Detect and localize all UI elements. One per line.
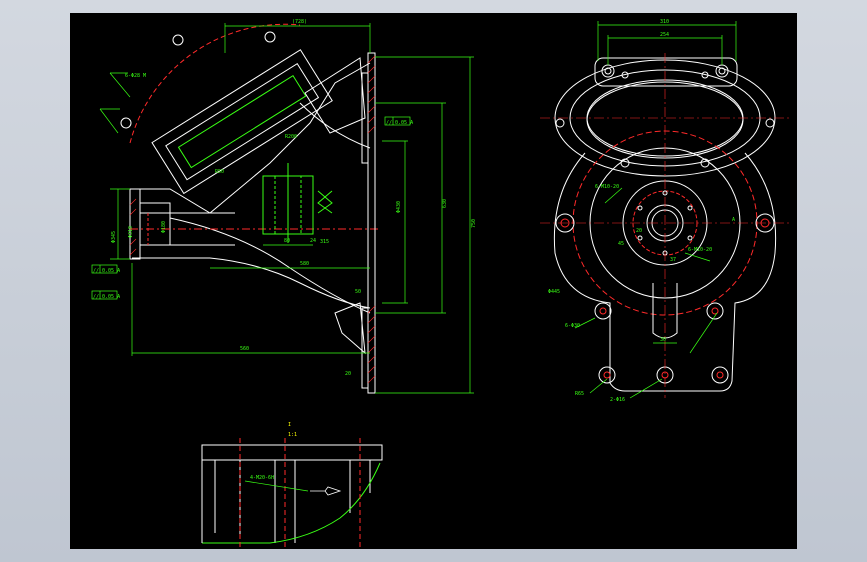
detail-note: 4-M20-6H [250,475,274,481]
tol-frame-2: // 0.05 A [93,268,120,274]
dim-top-inner: 254 [660,32,669,38]
dim-37: 37 [670,257,676,263]
bolt-hole-circle [264,31,276,43]
right-flange [367,52,376,394]
dim-dia-left-mid: Φ310 [128,226,134,238]
bolt-hole-circle [172,34,184,46]
radius-r50: R50 [215,169,224,175]
mount-hole [594,302,612,320]
cad-viewport[interactable]: (728) 750 630 560 580 315 Φ345 Φ310 Φ180… [70,13,797,549]
tol-frame-1: // 0.05 A [386,120,413,126]
front-view [540,21,790,399]
dim-dia-left-outer: Φ345 [111,231,117,243]
detail-break-line [202,462,381,544]
top-bolt-hole [601,64,615,78]
radius-r200: R200 [285,134,297,140]
bottom-curve [169,217,371,314]
datum-a: A [732,217,735,223]
mount-hole [706,302,724,320]
dim-20: 20 [345,371,351,377]
dim-dia-445: Φ445 [548,289,560,295]
mount-hole [598,366,616,384]
note-holes-bottom: 6-Φ30 [565,323,580,329]
tol-frame-3: // 0.05 A [93,294,120,300]
detail-view [201,438,383,548]
cad-drawing: (728) 750 630 560 580 315 Φ345 Φ310 Φ180… [91,19,790,548]
dim-mid-len: 580 [300,261,309,267]
mount-hole [711,366,729,384]
dim-315: 315 [320,239,329,245]
dim-dia-left-inner: Φ180 [161,221,167,233]
construction-arc [129,23,301,144]
side-view [91,23,474,394]
inner-curve [132,257,371,309]
left-flange [129,188,141,260]
note-hole: 2-Φ16 [610,397,625,403]
dim-50: 50 [355,289,361,295]
top-bolt-hole [715,64,729,78]
dim-30: 30 [660,337,666,343]
pump-body [553,152,777,392]
note-holes-mid: 6-M10-20 [688,247,712,253]
dim-top-outer: 310 [660,19,669,25]
dim-dia-430: Φ430 [396,201,402,213]
body-curve [299,102,371,149]
dim-dia-side: 6-Φ28 M [125,73,146,79]
detail-title: I [288,422,291,428]
dim-45: 45 [618,241,624,247]
dim-20-front: 20 [636,228,642,234]
dim-height-inner: 630 [442,199,448,208]
dim-top-width: (728) [292,19,307,25]
dim-80: 80 [284,238,290,244]
labels: (728) 750 630 560 580 315 Φ345 Φ310 Φ180… [93,19,735,481]
radius-r65: R65 [575,391,584,397]
bolt-hole-circle [120,117,132,129]
dim-24: 24 [310,238,316,244]
detail-top-plate [201,444,383,461]
note-holes-top: 6-M10-20 [595,184,619,190]
mount-hole [555,213,575,233]
dim-height-total: 750 [471,219,477,228]
dim-bottom-len: 560 [240,346,249,352]
body-outline [132,62,371,214]
detail-scale: 1:1 [288,432,297,438]
